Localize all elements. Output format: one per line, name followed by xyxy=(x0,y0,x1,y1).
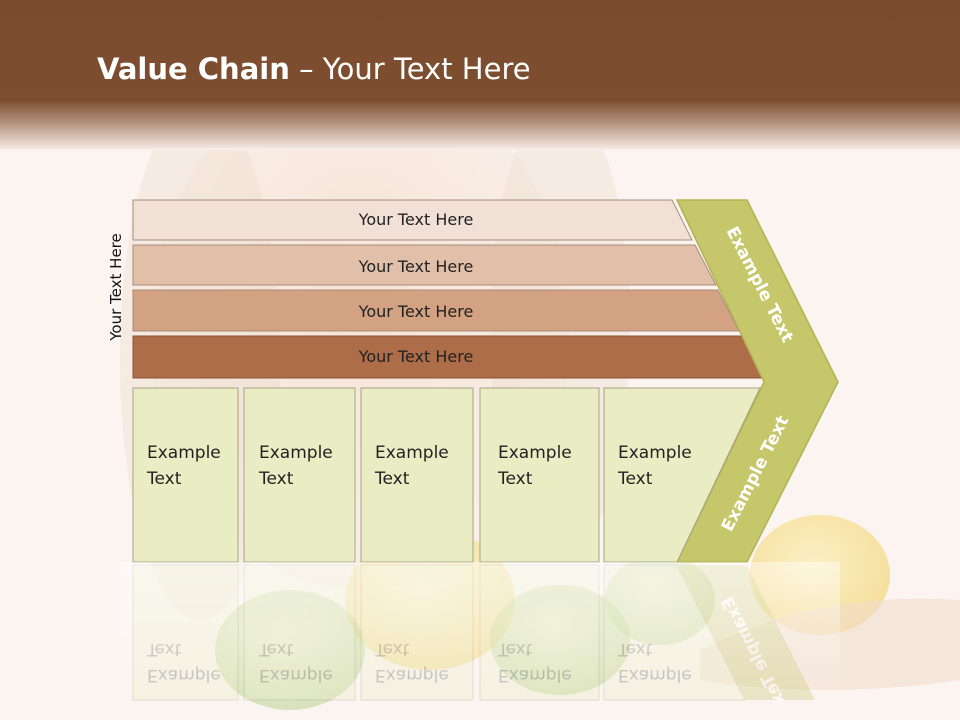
primary-box-line1: Example xyxy=(259,443,333,463)
primary-box: Example Text xyxy=(479,387,600,563)
page-title: Value Chain – Your Text Here xyxy=(97,52,531,86)
primary-box: Example Text xyxy=(603,387,761,563)
primary-box: Example Text xyxy=(243,387,356,563)
primary-box-line2: Text xyxy=(146,469,182,489)
support-row-shape xyxy=(132,199,693,241)
primary-box-shape xyxy=(479,387,600,563)
support-row: Your Text Here xyxy=(132,199,693,241)
reflection-fade xyxy=(120,562,840,720)
title-regular: – Your Text Here xyxy=(289,52,531,86)
support-row-shape xyxy=(132,244,717,286)
support-row-label: Your Text Here xyxy=(358,257,474,276)
support-row-label: Your Text Here xyxy=(358,302,474,321)
support-row: Your Text Here xyxy=(132,289,740,332)
primary-box-shape xyxy=(243,387,356,563)
primary-box-line2: Text xyxy=(258,469,294,489)
support-row: Your Text Here xyxy=(132,335,765,379)
primary-box-line2: Text xyxy=(497,469,533,489)
primary-box-line2: Text xyxy=(617,469,653,489)
title-bold: Value Chain xyxy=(97,52,290,86)
support-row: Your Text Here xyxy=(132,244,717,286)
primary-box: Example Text xyxy=(360,387,474,563)
primary-box-line1: Example xyxy=(147,443,221,463)
primary-box-line1: Example xyxy=(498,443,572,463)
support-row-label: Your Text Here xyxy=(358,347,474,366)
primary-box-shape xyxy=(360,387,474,563)
support-row-label: Your Text Here xyxy=(358,210,474,229)
primary-box-line1: Example xyxy=(618,443,692,463)
header-bar xyxy=(0,0,960,150)
primary-box-line1: Example xyxy=(375,443,449,463)
primary-box-shape xyxy=(132,387,239,563)
primary-box: Example Text xyxy=(132,387,239,563)
primary-box-line2: Text xyxy=(374,469,410,489)
